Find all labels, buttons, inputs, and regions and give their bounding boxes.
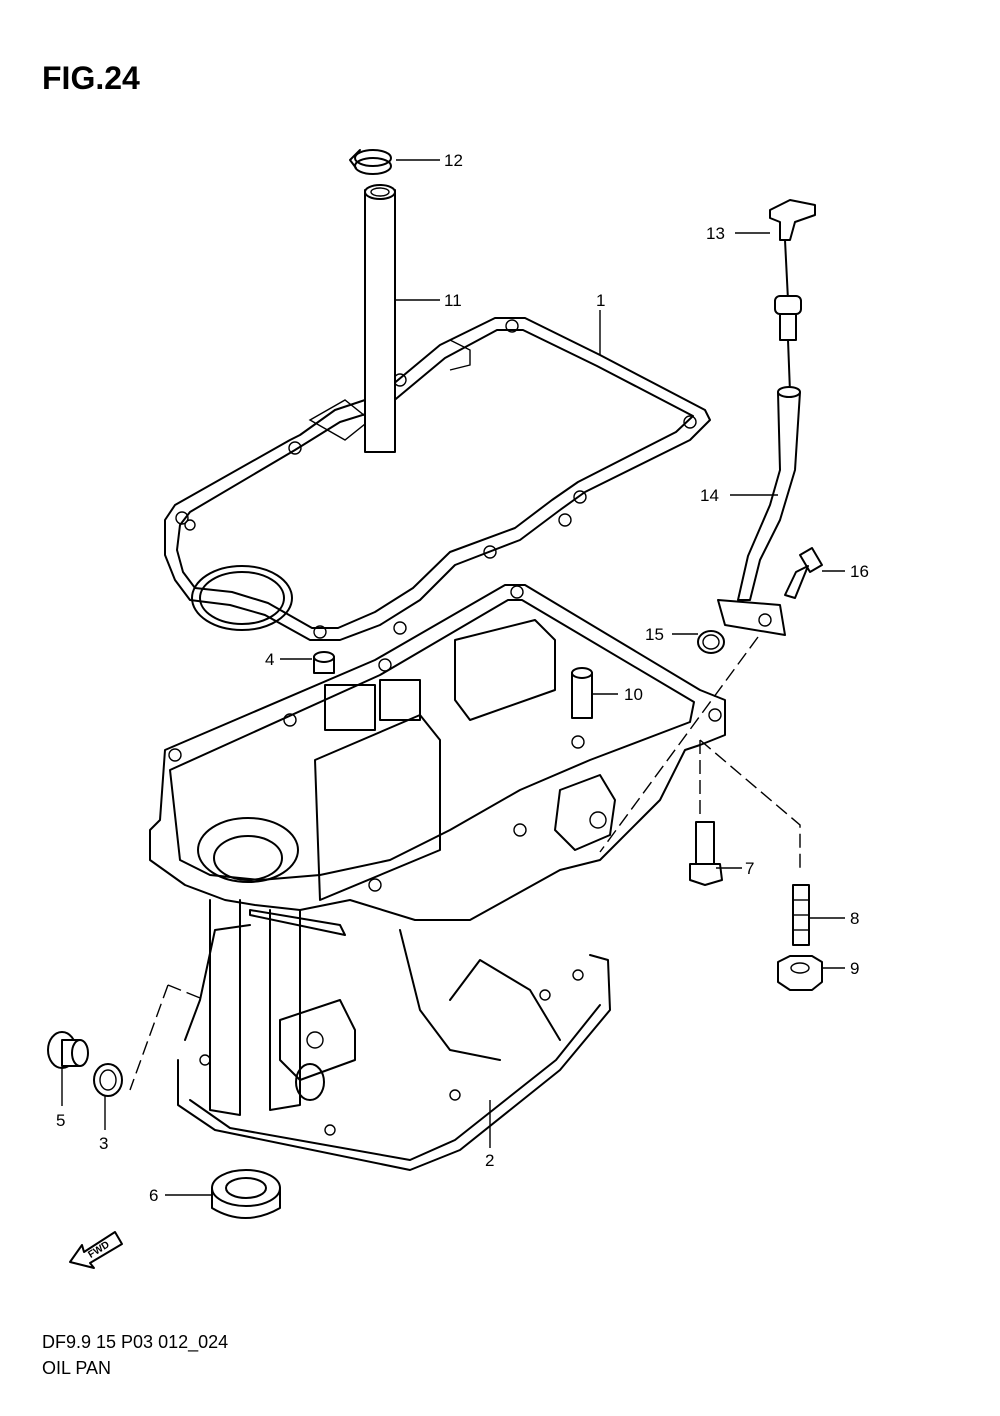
callout-10: 10	[624, 685, 643, 704]
o-ring-part-15	[697, 630, 725, 654]
callout-11: 11	[444, 291, 462, 310]
callout-labels: 1 2 3 4 5 6 7 8 9 10 11 12 13 14 15 16	[56, 151, 869, 1205]
callout-5: 5	[56, 1111, 65, 1130]
leader-lines	[61, 159, 845, 1196]
callout-8: 8	[850, 909, 859, 928]
callout-9: 9	[850, 959, 859, 978]
figure-title: FIG.24	[42, 60, 140, 96]
callout-7: 7	[745, 859, 754, 878]
stud-part-8	[792, 884, 810, 946]
oil-pan-part-2	[149, 584, 726, 1171]
model-code: DF9.9 15 P03 012_024	[42, 1332, 229, 1352]
callout-1: 1	[596, 291, 605, 310]
callout-14: 14	[700, 486, 719, 505]
gasket-part-1	[164, 317, 711, 641]
fwd-arrow-icon: FWD	[69, 1231, 123, 1269]
nut-part-9	[777, 955, 823, 991]
oil-seal-part-6	[211, 1169, 281, 1219]
bolt-part-16	[784, 547, 823, 599]
callout-6: 6	[149, 1186, 158, 1205]
plug-part-4	[313, 651, 335, 674]
clip-part-12	[349, 149, 392, 175]
callout-12: 12	[444, 151, 463, 170]
alignment-lines	[129, 636, 801, 1091]
callout-13: 13	[706, 224, 725, 243]
callout-4: 4	[265, 650, 274, 669]
drain-plug-part-5	[47, 1031, 89, 1069]
washer-part-3	[93, 1063, 123, 1097]
guide-tube-part-14	[717, 386, 801, 636]
dipstick-part-13	[769, 199, 816, 393]
callout-2: 2	[485, 1151, 494, 1170]
dowel-pin-part-10	[571, 667, 593, 719]
section-name: OIL PAN	[42, 1358, 112, 1378]
bolt-part-7	[689, 821, 723, 886]
callout-16: 16	[850, 562, 869, 581]
callout-3: 3	[99, 1134, 108, 1153]
pipe-part-11	[364, 184, 396, 453]
callout-15: 15	[645, 625, 664, 644]
